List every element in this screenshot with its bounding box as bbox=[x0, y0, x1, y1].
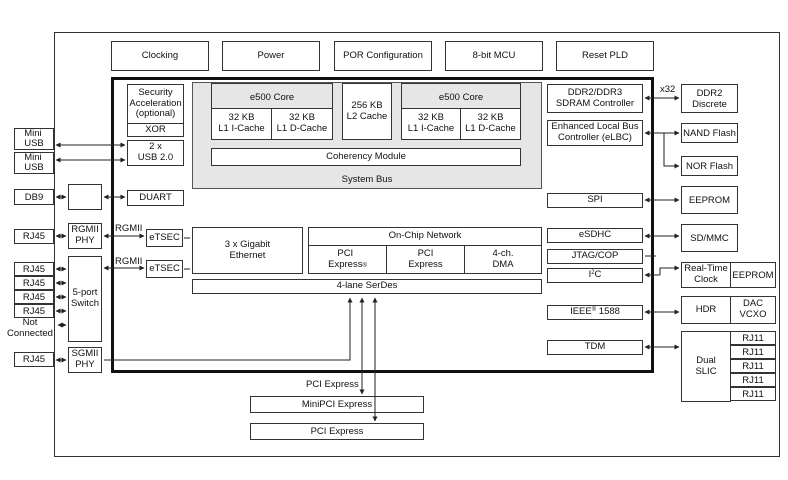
power-block: Power bbox=[222, 41, 320, 71]
nor-flash: NOR Flash bbox=[681, 156, 738, 176]
rj11-connector-5: RJ11 bbox=[730, 387, 776, 401]
core-left-label: e500 Core bbox=[249, 91, 295, 103]
duart: DUART bbox=[127, 190, 184, 206]
ddr-controller: DDR2/DDR3 SDRAM Controller bbox=[547, 84, 643, 113]
system-bus-label: System Bus bbox=[341, 173, 393, 185]
jtag-cop: JTAG/COP bbox=[547, 249, 643, 264]
pci-express-controller-2: PCI Express bbox=[386, 245, 465, 274]
rgmii-label-1: RGMII bbox=[115, 223, 143, 234]
sd-mmc: SD/MMC bbox=[681, 224, 738, 252]
rgmii-phy: RGMII PHY bbox=[68, 223, 102, 249]
db9-connector: DB9 bbox=[14, 189, 54, 205]
rj11-connector-4: RJ11 bbox=[730, 373, 776, 387]
not-connected-label: Not Connected bbox=[7, 317, 53, 339]
rj45-connector-phy: RJ45 bbox=[14, 229, 54, 244]
pci-express-controller-1: PCI Express® bbox=[308, 245, 387, 274]
i2c-c: C bbox=[594, 269, 602, 281]
mini-usb-connector-2: Mini USB bbox=[14, 152, 54, 174]
ieee-text: IEEE bbox=[570, 306, 592, 318]
minipci-express-slot: MiniPCI Express bbox=[250, 396, 424, 413]
mcu-block: 8-bit MCU bbox=[445, 41, 543, 71]
rj11-connector-3: RJ11 bbox=[730, 359, 776, 373]
ieee-num: 1588 bbox=[596, 306, 620, 318]
soc-outline bbox=[111, 77, 654, 373]
rj11-connector-1: RJ11 bbox=[730, 331, 776, 345]
rj45-connector-sw2: RJ45 bbox=[14, 276, 54, 290]
pci-express-slot: PCI Express bbox=[250, 423, 424, 440]
rj45-connector-sw4: RJ45 bbox=[14, 304, 54, 318]
ddr2-discrete: DDR2 Discrete bbox=[681, 84, 738, 113]
etsec-1: eTSEC bbox=[146, 229, 183, 247]
core-right-label: e500 Core bbox=[438, 91, 484, 103]
dma-controller: 4-ch. DMA bbox=[464, 245, 542, 274]
core-left-l1i: 32 KB L1 I-Cache bbox=[211, 108, 272, 140]
rs232-serial bbox=[68, 184, 102, 210]
coherency-module: Coherency Module bbox=[211, 148, 521, 166]
rgmii-label-2: RGMII bbox=[115, 256, 143, 267]
elbc-controller: Enhanced Local Bus Controller (eLBC) bbox=[547, 120, 643, 146]
por-configuration-block: POR Configuration bbox=[334, 41, 432, 71]
hdr-block: HDR bbox=[681, 296, 731, 324]
core-left-l1d: 32 KB L1 D-Cache bbox=[271, 108, 333, 140]
xor-block: XOR bbox=[127, 123, 184, 137]
etsec-2: eTSEC bbox=[146, 260, 183, 278]
i2c-i: I bbox=[588, 269, 592, 281]
tdm-controller: TDM bbox=[547, 340, 643, 355]
sgmii-phy: SGMII PHY bbox=[68, 347, 102, 373]
clocking-block: Clocking bbox=[111, 41, 209, 71]
l2-cache: 256 KB L2 Cache bbox=[342, 83, 392, 140]
dac-vcxo: DAC VCXO bbox=[730, 296, 776, 324]
core-right-l1d: 32 KB L1 D-Cache bbox=[460, 108, 521, 140]
on-chip-network-label: On-Chip Network bbox=[388, 229, 462, 241]
board-outline bbox=[54, 32, 780, 457]
pci-express-bus-label: PCI Express bbox=[306, 379, 359, 390]
gigabit-ethernet: 3 x Gigabit Ethernet bbox=[192, 227, 303, 274]
spi-controller: SPI bbox=[547, 193, 643, 208]
x32-label: x32 bbox=[660, 84, 676, 95]
nand-flash: NAND Flash bbox=[681, 123, 738, 143]
serdes: 4-lane SerDes bbox=[192, 279, 542, 294]
security-acceleration: Security Acceleration (optional) bbox=[127, 84, 184, 124]
usb-controller: 2 x USB 2.0 bbox=[127, 140, 184, 166]
mini-usb-connector-1: Mini USB bbox=[14, 128, 54, 150]
rj11-connector-2: RJ11 bbox=[730, 345, 776, 359]
real-time-clock: Real-Time Clock bbox=[681, 262, 731, 288]
rj45-connector-sw3: RJ45 bbox=[14, 290, 54, 304]
eeprom-i2c: EEPROM bbox=[730, 262, 776, 288]
esdhc-controller: eSDHC bbox=[547, 228, 643, 243]
reset-pld-block: Reset PLD bbox=[556, 41, 654, 71]
five-port-switch: 5-port Switch bbox=[68, 256, 102, 342]
rj45-connector-sw1: RJ45 bbox=[14, 262, 54, 276]
eeprom-spi: EEPROM bbox=[681, 186, 738, 214]
core-right-l1i: 32 KB L1 I-Cache bbox=[401, 108, 461, 140]
ieee-1588: IEEE® 1588 bbox=[547, 305, 643, 320]
rj45-connector-sgmii: RJ45 bbox=[14, 352, 54, 367]
pci-express-1-text: PCI Express bbox=[328, 247, 363, 270]
